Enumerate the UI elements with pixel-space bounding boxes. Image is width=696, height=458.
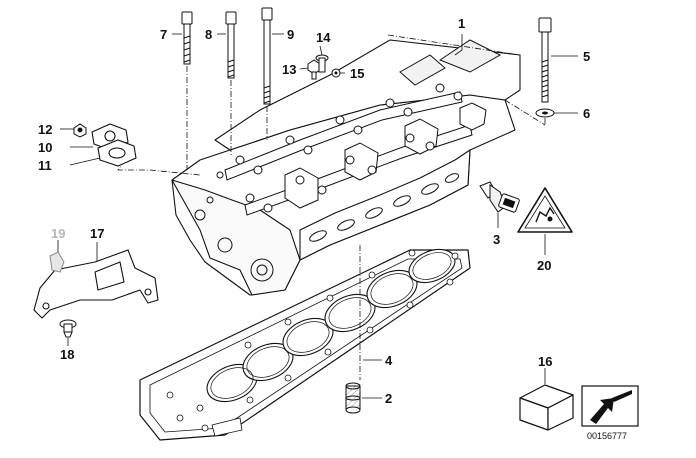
callout-4-label: 4 xyxy=(385,353,393,368)
head-gasket-part[interactable] xyxy=(139,243,471,441)
bolt-7-part[interactable] xyxy=(181,11,193,65)
leader-lines xyxy=(57,33,578,399)
bracket-17-part[interactable] xyxy=(33,249,159,319)
callout-13-label: 13 xyxy=(282,62,296,77)
callout-18-label: 18 xyxy=(60,347,74,362)
camshaft-detail xyxy=(224,39,502,216)
bolt-9-part[interactable] xyxy=(261,7,273,105)
washer-15-part[interactable] xyxy=(331,68,341,78)
callout-15-label: 15 xyxy=(350,66,364,81)
temperature-sensor-part[interactable] xyxy=(479,181,520,213)
callout-6-label: 6 xyxy=(583,106,590,121)
callout-20-label: 20 xyxy=(537,258,551,273)
parts-box-icon[interactable] xyxy=(519,384,574,431)
callout-9-label: 9 xyxy=(287,27,294,42)
nut-12-part[interactable] xyxy=(73,123,87,138)
warning-triangle-icon[interactable] xyxy=(517,187,573,233)
callout-3-label: 3 xyxy=(493,232,500,247)
callout-10-label: 10 xyxy=(38,140,52,155)
callout-labels: 1 2 3 4 5 6 7 8 9 10 11 12 13 14 15 16 1… xyxy=(38,16,627,441)
guide-lines xyxy=(117,34,546,380)
gasket-11-part[interactable] xyxy=(97,139,137,167)
callout-1-label: 1 xyxy=(458,16,465,31)
callout-2-label: 2 xyxy=(385,391,392,406)
bolt-8-part[interactable] xyxy=(225,11,237,79)
plug-2-part[interactable] xyxy=(345,382,361,414)
callout-8-label: 8 xyxy=(205,27,212,42)
repair-arrow-icon[interactable] xyxy=(581,385,639,427)
bolt-13-part[interactable] xyxy=(307,59,321,80)
bolt-5-part[interactable] xyxy=(538,17,552,103)
callout-14-label: 14 xyxy=(316,30,331,45)
head-bolt-heads xyxy=(206,83,463,213)
callout-16-label: 16 xyxy=(538,354,552,369)
callout-17-label: 17 xyxy=(90,226,104,241)
callout-19-label: 19 xyxy=(51,226,65,241)
clip-19-part[interactable] xyxy=(49,251,65,273)
drawing-code: 00156777 xyxy=(587,431,627,441)
bolt-18-part[interactable] xyxy=(59,319,77,338)
callout-7-label: 7 xyxy=(160,27,167,42)
washer-6-part[interactable] xyxy=(535,108,555,118)
callout-5-label: 5 xyxy=(583,49,590,64)
callout-11-label: 11 xyxy=(38,158,52,173)
cylinder-head-ports xyxy=(194,173,460,282)
callout-12-label: 12 xyxy=(38,122,52,137)
